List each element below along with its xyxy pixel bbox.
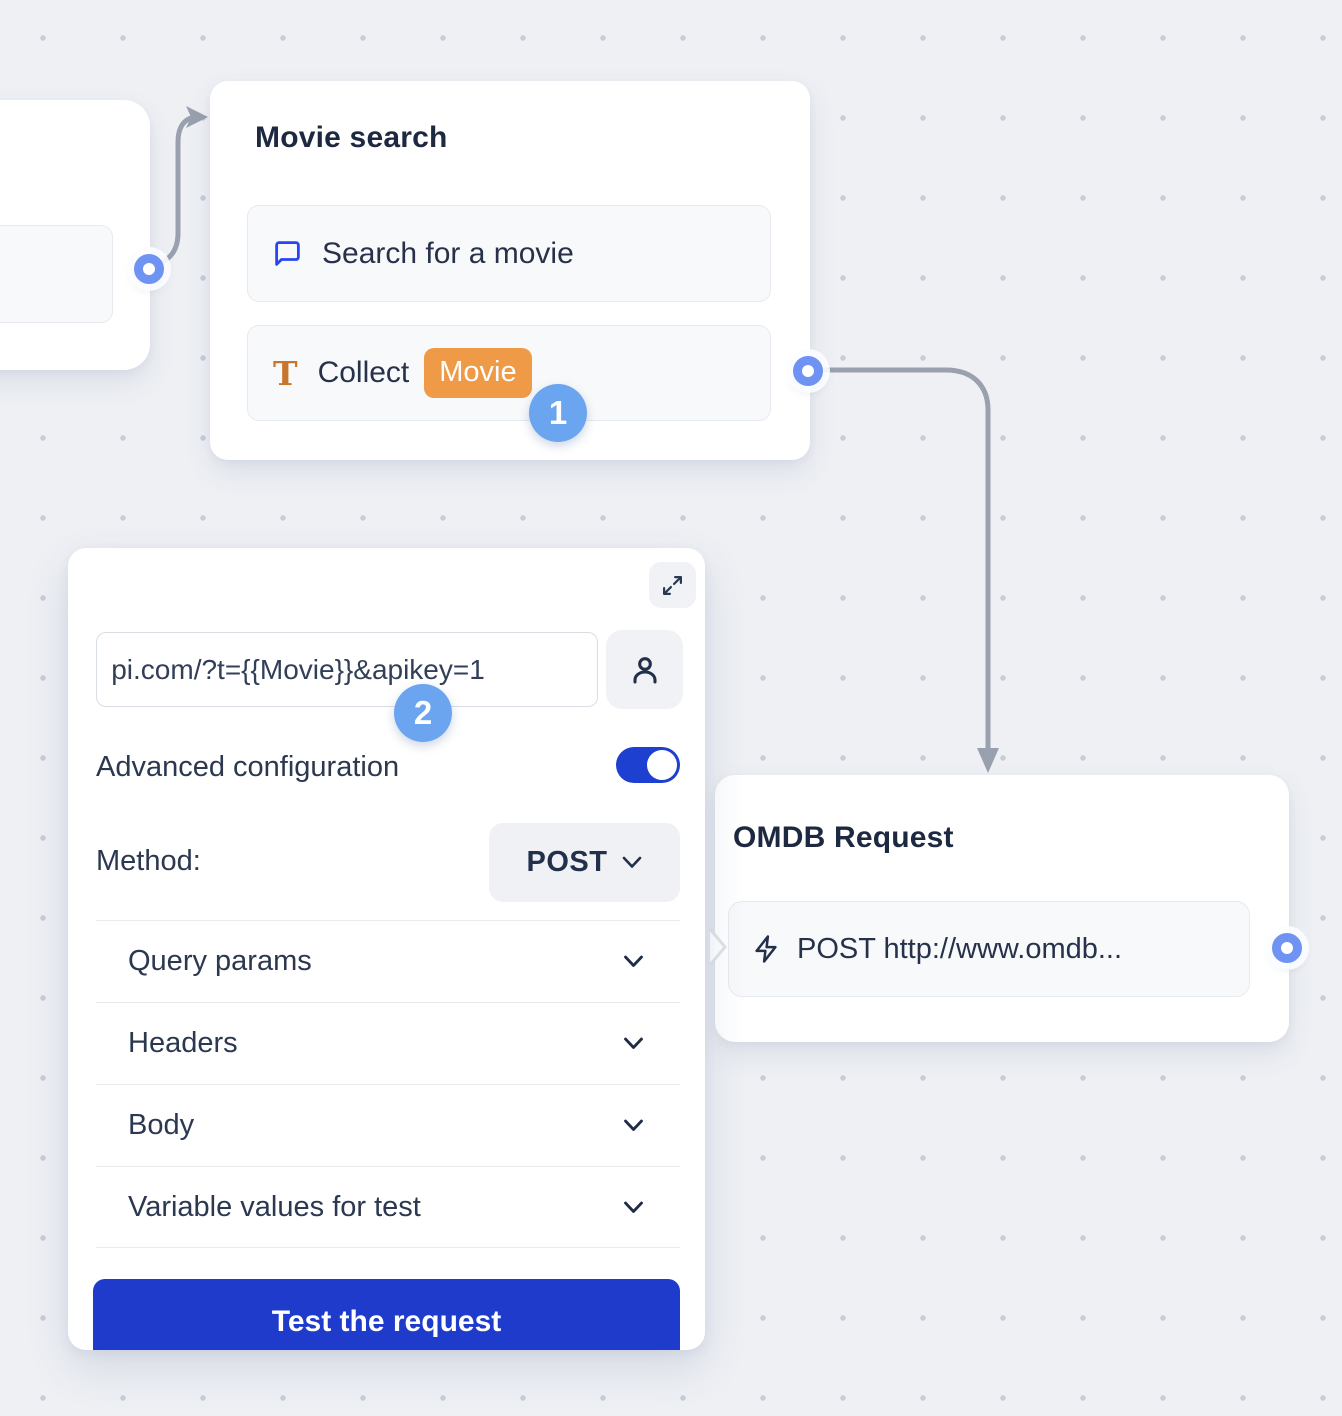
section-variable-values-for-test[interactable]: Variable values for test: [96, 1166, 680, 1248]
step-badge-1: 1: [529, 384, 587, 442]
node-movie-search[interactable]: Movie search Search for a movie T Collec…: [210, 81, 810, 460]
test-the-request-button[interactable]: Test the request: [93, 1279, 680, 1350]
expand-icon: [662, 575, 683, 596]
lightning-icon: [751, 934, 781, 964]
expand-button[interactable]: [649, 562, 696, 608]
block-label: Search for a movie: [322, 236, 574, 270]
person-variable-button[interactable]: [606, 630, 683, 709]
block-label: Collect: [317, 356, 410, 389]
connector-arrowhead-down: [977, 748, 999, 773]
chevron-down-icon: [623, 1201, 644, 1214]
advanced-configuration-toggle[interactable]: [616, 747, 680, 783]
chevron-down-icon: [623, 1119, 644, 1132]
person-icon: [629, 654, 661, 686]
output-port-omdb-request[interactable]: [1272, 933, 1302, 963]
section-headers[interactable]: Headers: [96, 1002, 680, 1084]
method-dropdown[interactable]: POST: [489, 823, 680, 902]
method-value: POST: [526, 846, 608, 878]
section-query-params[interactable]: Query params: [96, 920, 680, 1002]
block-label: POST http://www.omdb...: [797, 932, 1123, 965]
node-title: Movie search: [255, 121, 448, 154]
section-label: Query params: [128, 945, 312, 977]
variable-badge-movie: Movie: [424, 347, 532, 399]
chevron-down-icon: [623, 955, 644, 968]
toggle-knob: [647, 750, 677, 780]
advanced-configuration-label: Advanced configuration: [96, 751, 400, 783]
partial-left-node[interactable]: [0, 100, 150, 370]
webhook-url-input[interactable]: [96, 632, 598, 707]
output-port-movie-search[interactable]: [793, 356, 823, 386]
chevron-down-icon: [622, 856, 642, 869]
connector-movie-search-to-omdb: [807, 367, 991, 753]
chat-bubble-icon: [273, 239, 302, 268]
step-badge-2: 2: [394, 684, 452, 742]
connector-left-to-movie-search: [147, 114, 201, 271]
section-label: Variable values for test: [128, 1190, 421, 1223]
block-collect-movie[interactable]: T Collect Movie: [247, 325, 771, 421]
block-omdb-post-request[interactable]: POST http://www.omdb...: [728, 901, 1250, 997]
section-label: Headers: [128, 1027, 238, 1059]
connector-arrowhead-right: [186, 106, 208, 128]
partial-left-node-item[interactable]: [0, 225, 113, 323]
webhook-config-panel[interactable]: Advanced configuration Method: POST Quer…: [68, 548, 705, 1350]
section-label: Body: [128, 1109, 195, 1141]
block-search-for-a-movie[interactable]: Search for a movie: [247, 205, 771, 302]
accordion-sections: Query params Headers Body Variable value…: [96, 920, 680, 1248]
method-label: Method:: [96, 845, 201, 877]
output-port-left-node[interactable]: [134, 254, 164, 284]
section-body[interactable]: Body: [96, 1084, 680, 1166]
chevron-down-icon: [623, 1037, 644, 1050]
text-variable-icon: T: [273, 353, 298, 393]
node-title: OMDB Request: [733, 821, 954, 854]
node-omdb-request[interactable]: OMDB Request POST http://www.omdb...: [708, 775, 1289, 1042]
input-notch-icon: [708, 928, 727, 966]
